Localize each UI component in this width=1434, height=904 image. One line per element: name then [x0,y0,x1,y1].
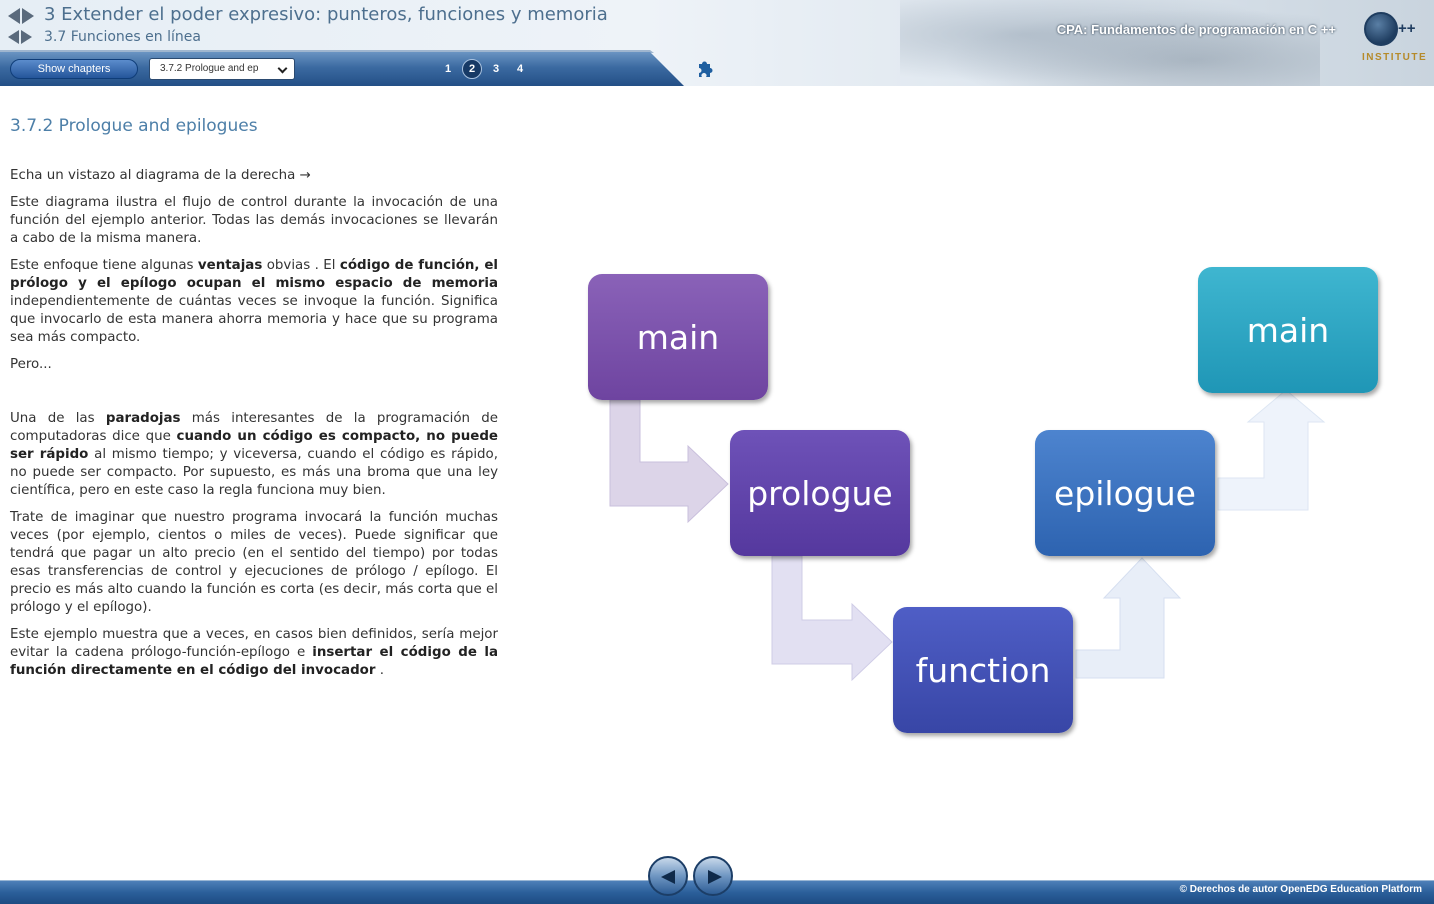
control-flow-diagram: main prologue function epilogue main [580,262,1390,742]
cpp-institute-logo: ++ INSTITUTE [1360,10,1430,66]
course-title: CPA: Fundamentos de programación en C ++ [1056,22,1336,37]
arrow-epilogue-to-main [1217,389,1326,511]
arrow-main-to-prologue [609,399,729,524]
paragraph-but: Pero... [10,357,52,372]
arrow-left-icon [661,870,675,884]
section-select-value: 3.7.2 Prologue and ep [160,63,259,74]
toolbar-highlight [0,50,654,53]
page-1[interactable]: 1 [444,63,452,75]
lesson-text: Echa un vistazo al diagrama de la derech… [10,167,498,689]
diagram-node-epilogue: epilogue [1035,430,1215,556]
paragraph-spacer [10,383,498,401]
paragraph-advantages: Este enfoque tiene algunas ventajas obvi… [10,258,498,345]
diagram-node-prologue: prologue [730,430,910,556]
previous-section-icon[interactable] [8,30,19,44]
paragraph-intro: Echa un vistazo al diagrama de la derech… [10,168,311,183]
puzzle-icon[interactable] [694,58,716,80]
show-chapters-button[interactable]: Show chapters [10,59,138,79]
previous-chapter-icon[interactable] [8,8,20,24]
page-title: 3.7.2 Prologue and epilogues [10,116,258,136]
logo-plus: ++ [1398,20,1416,37]
arrow-prologue-to-function [771,555,893,682]
arrow-right-icon [708,870,722,884]
previous-page-button[interactable] [648,856,688,896]
next-section-icon[interactable] [21,30,32,44]
section-title: 3.7 Funciones en línea [44,29,201,45]
header-background-art [900,0,1320,86]
paragraph-cost: Trate de imaginar que nuestro programa i… [10,510,498,615]
paragraph-diagram-description: Este diagrama ilustra el flujo de contro… [10,195,498,246]
diagram-node-function: function [893,607,1073,733]
page-3[interactable]: 3 [492,63,500,75]
logo-institute: INSTITUTE [1362,52,1428,63]
page-2[interactable]: 2 [462,59,482,79]
next-page-button[interactable] [693,856,733,896]
page-pager: 1 2 3 4 [438,59,530,79]
globe-icon [1364,12,1398,46]
paragraph-inline: Este ejemplo muestra que a veces, en cas… [10,627,498,678]
diagram-node-main-return: main [1198,267,1378,393]
copyright: © Derechos de autor OpenEDG Education Pl… [1179,884,1422,895]
chapter-nav [8,8,34,24]
diagram-node-main: main [588,274,768,400]
diagram-arrows [609,389,1326,682]
section-select[interactable]: 3.7.2 Prologue and ep [149,58,295,80]
arrow-function-to-epilogue [1075,557,1182,679]
next-chapter-icon[interactable] [22,8,34,24]
header: 3 Extender el poder expresivo: punteros,… [0,0,1434,86]
section-nav [8,30,32,44]
page-4[interactable]: 4 [516,63,524,75]
paragraph-paradox: Una de las paradojas más interesantes de… [10,411,498,498]
chevron-down-icon [277,63,288,74]
chapter-title: 3 Extender el poder expresivo: punteros,… [44,4,608,25]
